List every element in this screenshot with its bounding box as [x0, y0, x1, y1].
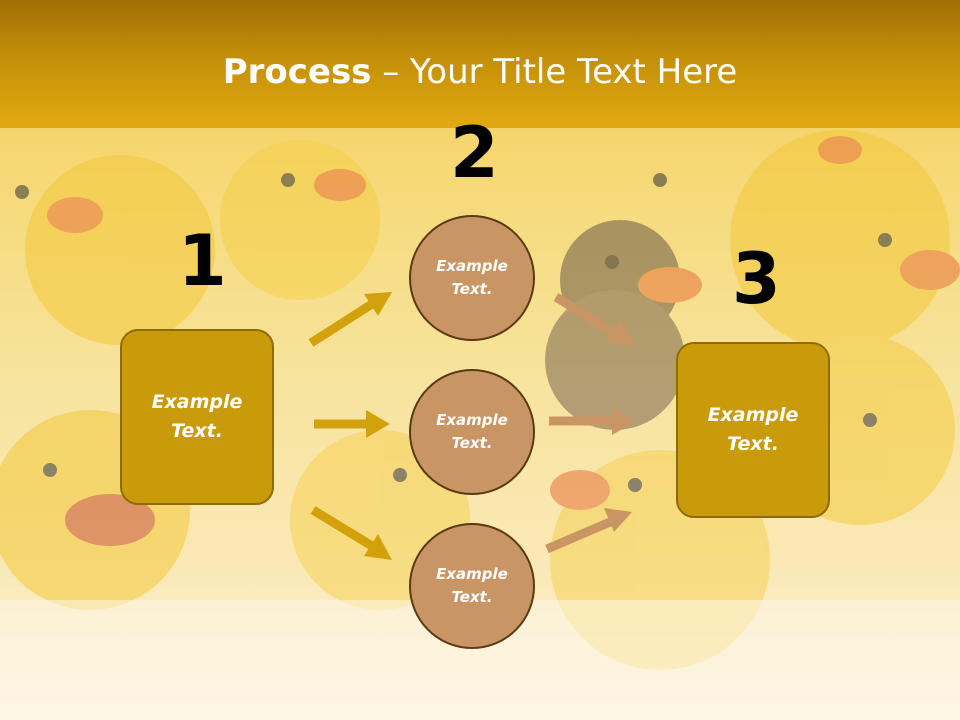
- circle-middle-text: Example Text.: [436, 411, 508, 452]
- arrow-right-right: [549, 407, 636, 435]
- duck-beak: [47, 197, 103, 233]
- duck-eye: [628, 478, 642, 492]
- duck-eye: [393, 468, 407, 482]
- step-3-text: Example Text.: [707, 404, 799, 455]
- title-bold: Process: [222, 52, 372, 92]
- step-2-circle-bottom[interactable]: Example Text.: [409, 523, 535, 649]
- circle-top-text: Example Text.: [436, 257, 508, 298]
- slide-title: Process – Your Title Text Here: [0, 52, 960, 92]
- step-number-3: 3: [732, 238, 781, 320]
- circle-bottom-text: Example Text.: [436, 565, 508, 606]
- arrow-up-right-left: [308, 292, 392, 347]
- duck-beak: [818, 136, 862, 164]
- duck-beak: [65, 494, 155, 546]
- duck-beak: [314, 169, 366, 201]
- step-1-text: Example Text.: [151, 391, 243, 442]
- duck-beak: [550, 470, 610, 510]
- duck-shape: [730, 130, 950, 350]
- step-2-circle-top[interactable]: Example Text.: [409, 215, 535, 341]
- arrow-down-right-left: [310, 506, 392, 560]
- duck-eye: [878, 233, 892, 247]
- duck-eye: [43, 463, 57, 477]
- dark-duck-shape: [545, 290, 685, 430]
- step-3-box[interactable]: Example Text.: [676, 342, 830, 518]
- arrow-right-left: [314, 410, 390, 438]
- title-bar: [0, 0, 960, 128]
- arrow-down-right-right: [553, 293, 636, 346]
- duck-eye: [863, 413, 877, 427]
- duck-beak: [900, 250, 960, 290]
- step-number-2: 2: [450, 112, 499, 194]
- arrow-up-right-right: [545, 508, 632, 554]
- step-number-1: 1: [178, 220, 227, 302]
- title-rest: – Your Title Text Here: [371, 52, 738, 92]
- duck-eye: [15, 185, 29, 199]
- duck-beak: [638, 267, 702, 303]
- step-2-circle-middle[interactable]: Example Text.: [409, 369, 535, 495]
- duck-eye: [605, 255, 619, 269]
- step-1-box[interactable]: Example Text.: [120, 329, 274, 505]
- duck-eye: [281, 173, 295, 187]
- duck-eye: [653, 173, 667, 187]
